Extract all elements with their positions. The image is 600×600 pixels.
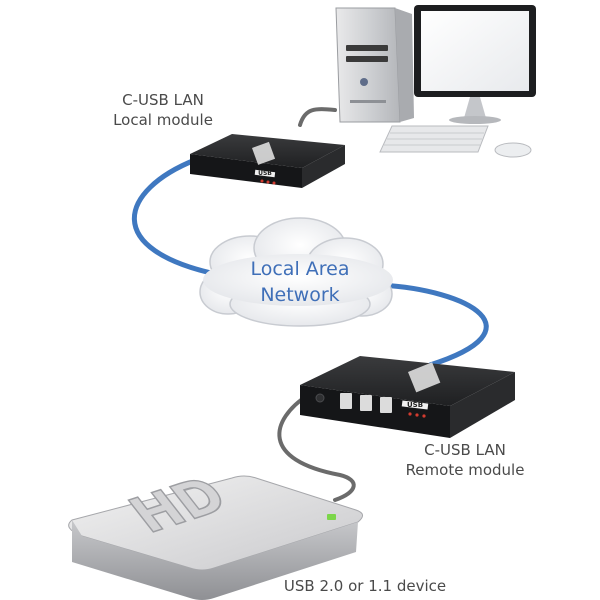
power-led <box>327 514 336 520</box>
usb-cable-device <box>277 393 356 502</box>
network-cloud <box>199 217 393 327</box>
network-label-line2: Network <box>260 284 340 306</box>
remote-module-subtitle: Remote module <box>405 461 525 479</box>
device-caption: USB 2.0 or 1.1 device <box>283 577 447 595</box>
usb-cable-host <box>298 107 337 127</box>
local-module-label: C-USB LAN Local module <box>88 90 238 130</box>
network-label: Local Area Network <box>220 256 380 308</box>
local-module-device <box>190 134 345 188</box>
keyboard <box>379 125 489 153</box>
mouse <box>494 142 532 158</box>
local-module-subtitle: Local module <box>113 111 213 129</box>
local-module-badge: USB <box>258 170 272 177</box>
ethernet-cable-remote <box>377 282 489 368</box>
remote-module-badge: USB <box>407 401 423 409</box>
remote-module-label: C-USB LAN Remote module <box>390 440 540 480</box>
local-module-title: C-USB LAN <box>122 91 204 109</box>
computer-tower <box>335 7 414 123</box>
computer-monitor <box>414 5 536 124</box>
remote-module-device <box>300 356 515 438</box>
remote-module-title: C-USB LAN <box>424 441 506 459</box>
network-label-line1: Local Area <box>250 258 350 280</box>
ethernet-cable-local <box>132 157 223 278</box>
